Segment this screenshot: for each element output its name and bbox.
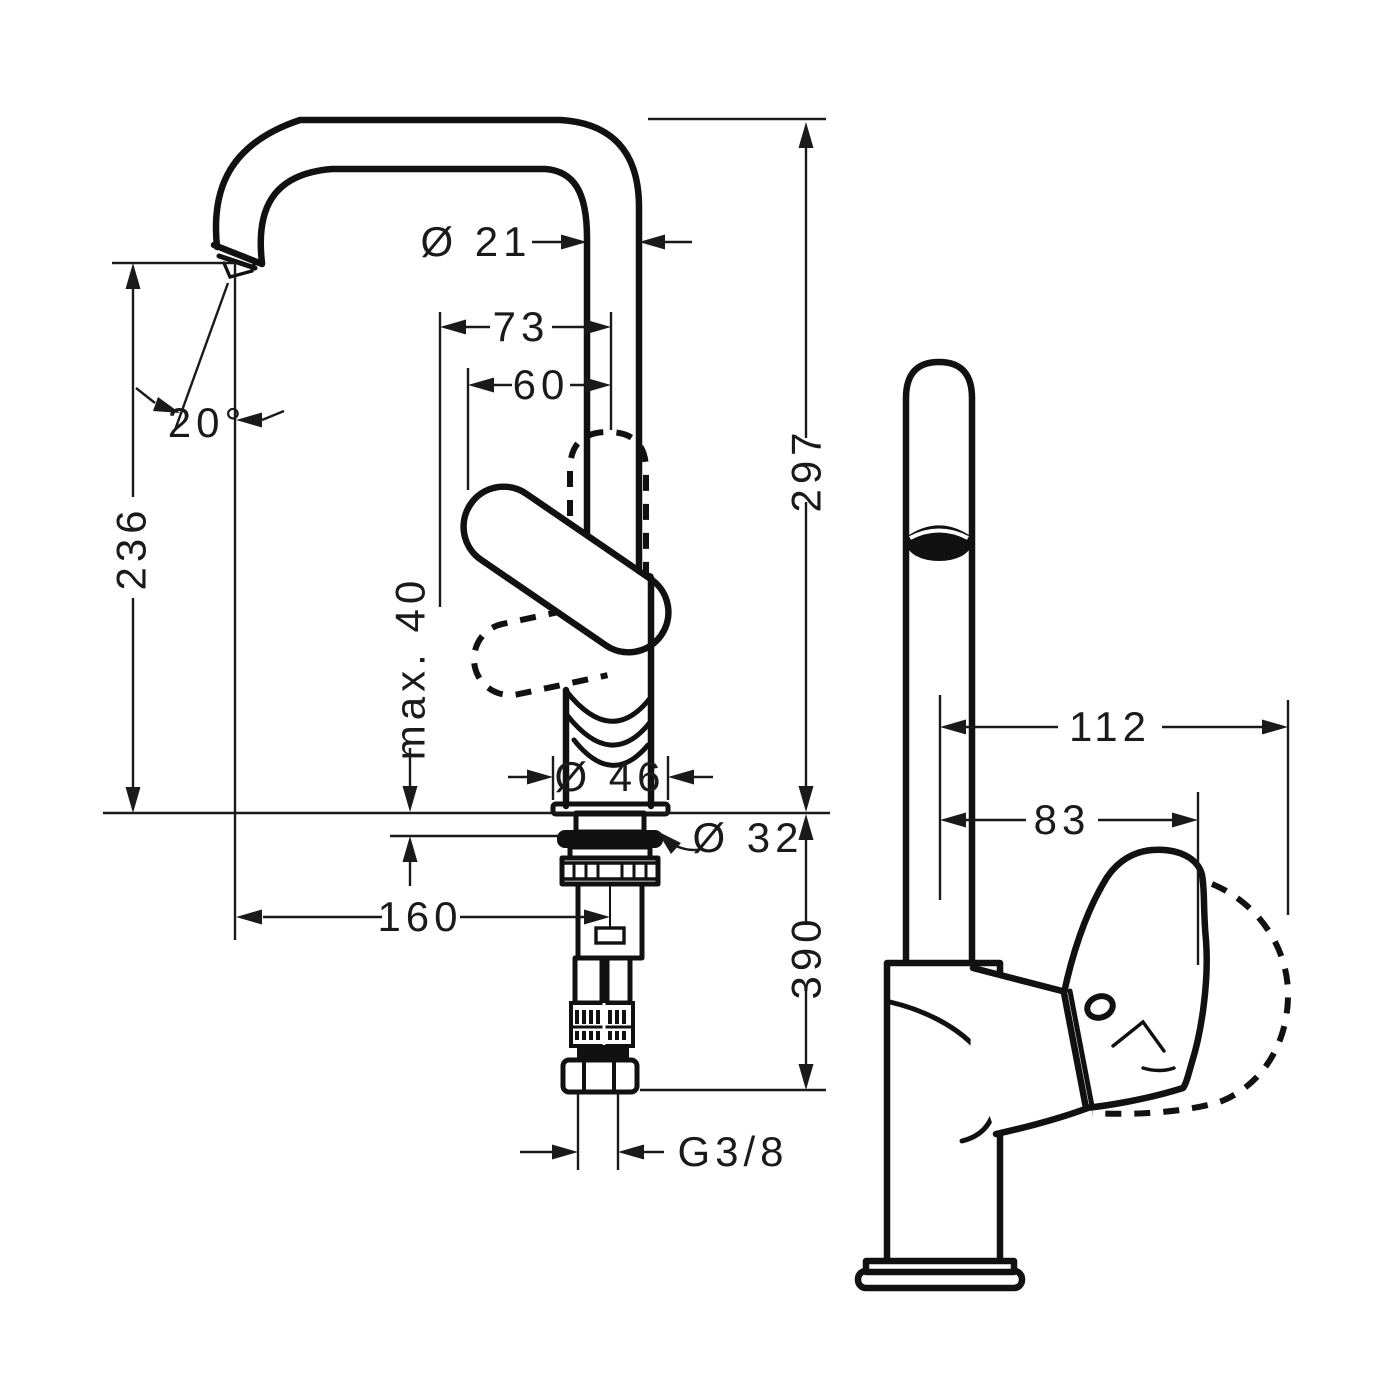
side-body	[883, 959, 1004, 1267]
dim-max-mounting-thickness: max. 40	[387, 576, 560, 886]
lever-60-label: 60	[513, 361, 570, 408]
total-height-label: 297	[783, 427, 830, 512]
body-depth-label: 83	[1034, 796, 1091, 843]
dim-total-height: 297	[648, 117, 830, 812]
mounting-shank-assembly	[557, 810, 663, 1095]
dim-shank-diameter: Ø 32	[657, 814, 803, 861]
hose-length-label: 390	[783, 914, 830, 999]
dim-spout-angle: 20°	[135, 263, 285, 940]
supply-hoses	[572, 955, 633, 1006]
spout-diameter-label: Ø 21	[420, 218, 531, 265]
handle-depth-label: 112	[1069, 703, 1151, 750]
side-base-flange	[854, 1257, 1026, 1292]
side-handle-dashed-outline	[1091, 881, 1292, 1117]
dim-body-depth-83: 83	[940, 792, 1200, 965]
dim-hose-length: 390	[640, 814, 830, 1092]
spout-tip	[210, 241, 266, 280]
dim-lever-60: 60	[466, 361, 611, 490]
dim-spout-reach: 160	[236, 893, 610, 940]
spout-outline	[210, 116, 643, 579]
dim-outlet-height: 236	[108, 261, 235, 813]
side-handle-lever	[1060, 846, 1210, 1112]
dim-spout-diameter: Ø 21	[420, 218, 692, 265]
outlet-height-label: 236	[108, 505, 155, 590]
dim-handle-depth-112: 112	[938, 695, 1290, 915]
shank-diameter-label: Ø 32	[692, 814, 803, 861]
handle-raised-dashed-outline	[567, 428, 649, 574]
aerator	[905, 525, 973, 561]
lever-chevron-mark	[1111, 1019, 1166, 1053]
angle-slant-line	[173, 282, 230, 431]
braided-hose-section	[569, 1001, 635, 1048]
base-diameter-label: Ø 46	[554, 753, 665, 800]
spout-reach-label: 160	[377, 893, 462, 940]
dim-base-diameter: Ø 46	[508, 753, 713, 800]
connection-thread-label: G3/8	[677, 1128, 788, 1175]
handle-lever	[460, 483, 672, 656]
side-handle-neck	[969, 964, 1092, 1138]
dim-lever-73: 73	[438, 303, 613, 607]
max-thickness-label: max. 40	[387, 576, 434, 760]
lever-accent-line	[1141, 1066, 1176, 1073]
mixer-body	[562, 569, 655, 810]
front-view: Ø 21 73 60 20°	[103, 116, 830, 1175]
spout-angle-label: 20°	[168, 399, 247, 446]
lever-hole	[1084, 993, 1116, 1021]
dim-connection-thread: G3/8	[520, 1092, 788, 1175]
knurled-mounting-nut	[559, 855, 661, 887]
lever-joint-line	[1067, 988, 1095, 1109]
lever-73-label: 73	[493, 303, 550, 350]
handle-lowered-dashed-outline	[471, 601, 609, 699]
pull-rod-tee	[594, 926, 626, 945]
hex-connection-nut	[560, 1057, 640, 1095]
side-view: 112 83	[854, 358, 1292, 1292]
side-spout-column	[902, 358, 976, 969]
